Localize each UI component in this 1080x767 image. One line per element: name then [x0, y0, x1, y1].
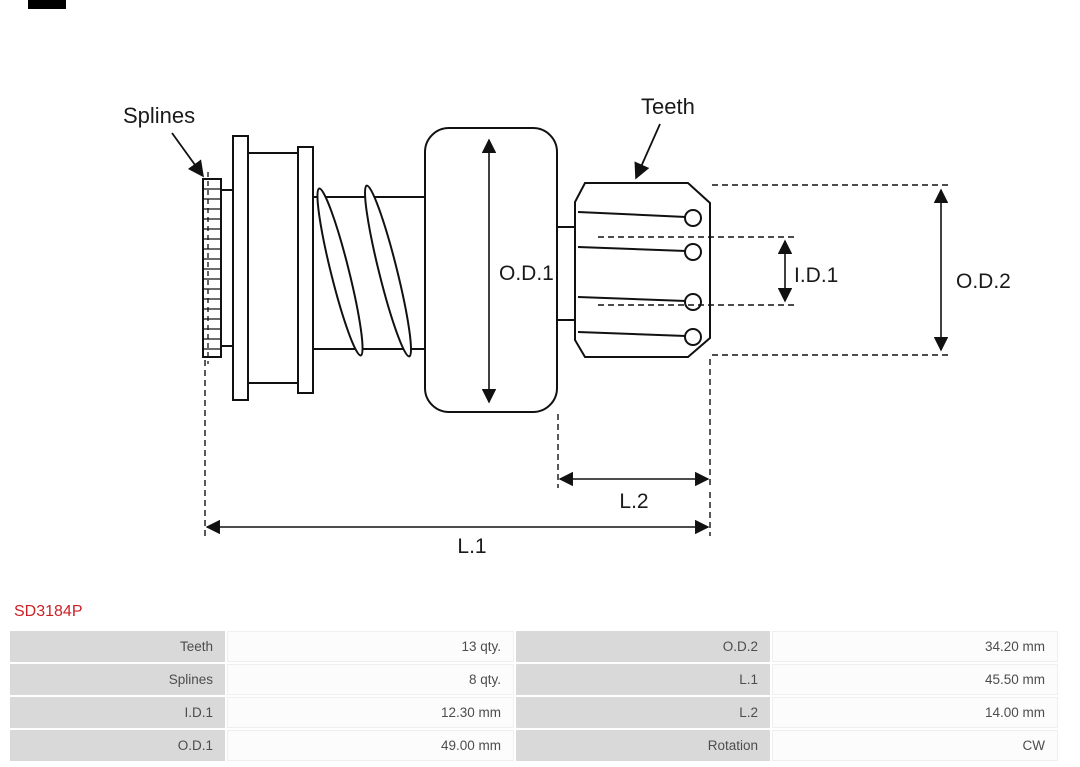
- spec-label: L.2: [516, 697, 770, 728]
- spec-row: Splines 8 qty. L.1 45.50 mm: [10, 664, 1058, 695]
- spec-label: Rotation: [516, 730, 770, 761]
- dim-label-id1: I.D.1: [794, 264, 838, 287]
- spec-value: 13 qty.: [227, 631, 514, 662]
- starter-drive-diagram: O.D.1 I.D.1 O.D.2 L.2 L.1 Splines Teeth: [123, 94, 1011, 558]
- spec-label: O.D.1: [10, 730, 225, 761]
- pinion-gear: [574, 182, 711, 358]
- splined-shaft: [202, 172, 222, 364]
- dim-label-od1: O.D.1: [499, 262, 554, 285]
- spec-label: L.1: [516, 664, 770, 695]
- spec-row: O.D.1 49.00 mm Rotation CW: [10, 730, 1058, 761]
- callout-teeth: Teeth: [634, 94, 695, 180]
- callout-label-teeth: Teeth: [641, 94, 695, 119]
- spec-label: Splines: [10, 664, 225, 695]
- spec-table: Teeth 13 qty. O.D.2 34.20 mm Splines 8 q…: [10, 631, 1058, 761]
- spec-value: 14.00 mm: [772, 697, 1058, 728]
- spec-value: 45.50 mm: [772, 664, 1058, 695]
- brand-logo-bar: [28, 0, 66, 9]
- spec-label: Teeth: [10, 631, 225, 662]
- clutch-spring: [313, 184, 425, 358]
- spec-value: CW: [772, 730, 1058, 761]
- dim-od2: O.D.2: [712, 184, 1011, 356]
- spec-label: O.D.2: [516, 631, 770, 662]
- pinion-neck: [556, 226, 576, 321]
- spec-value: 8 qty.: [227, 664, 514, 695]
- dim-l1: L.1: [204, 360, 711, 558]
- dim-l2: L.2: [557, 359, 711, 513]
- spec-row: Teeth 13 qty. O.D.2 34.20 mm: [10, 631, 1058, 662]
- dim-label-od2: O.D.2: [956, 270, 1011, 293]
- dim-od1: O.D.1: [481, 138, 554, 404]
- spec-value: 12.30 mm: [227, 697, 514, 728]
- dim-id1: I.D.1: [598, 236, 838, 306]
- drive-flanges: [221, 135, 314, 401]
- spec-label: I.D.1: [10, 697, 225, 728]
- spec-row: I.D.1 12.30 mm L.2 14.00 mm: [10, 697, 1058, 728]
- callout-splines: Splines: [123, 103, 204, 178]
- dim-label-l1: L.1: [457, 535, 486, 558]
- dim-label-l2: L.2: [619, 490, 648, 513]
- spec-value: 34.20 mm: [772, 631, 1058, 662]
- part-number: SD3184P: [14, 603, 83, 620]
- spec-value: 49.00 mm: [227, 730, 514, 761]
- callout-label-splines: Splines: [123, 103, 195, 128]
- technical-drawing-area: O.D.1 I.D.1 O.D.2 L.2 L.1 Splines Teeth: [123, 94, 1011, 558]
